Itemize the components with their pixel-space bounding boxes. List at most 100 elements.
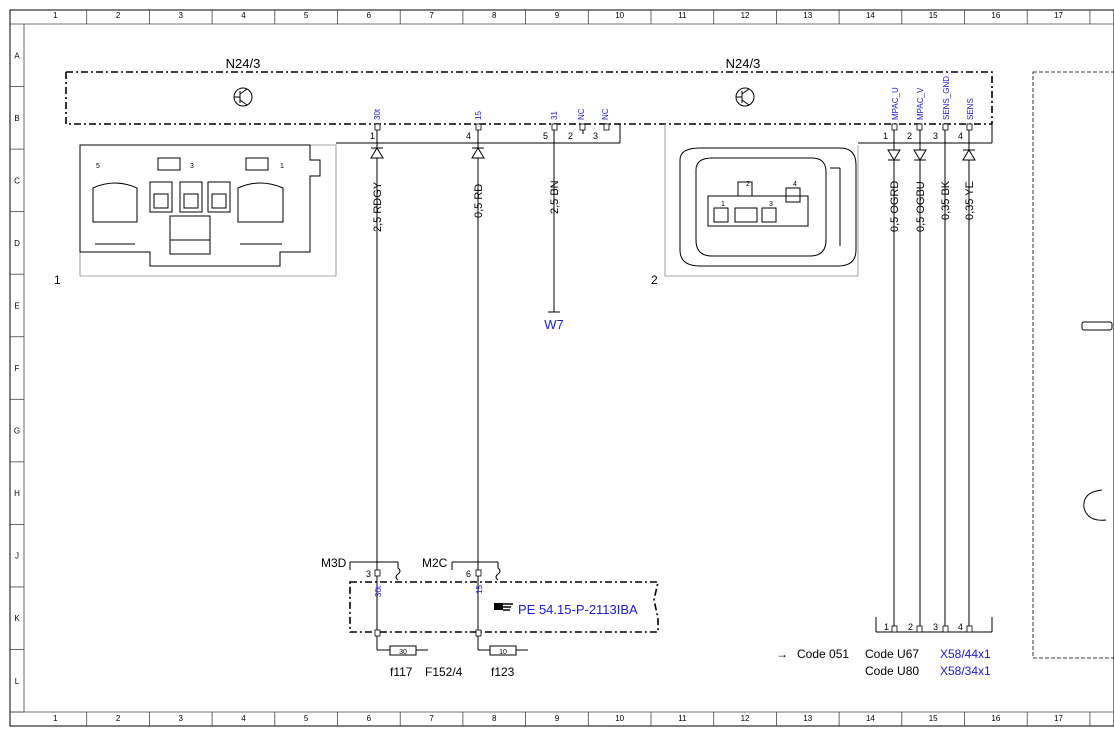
pin-4-right: 4 SENS bbox=[958, 98, 975, 141]
signal-label: 15 bbox=[475, 585, 484, 594]
svg-text:SENS_GND: SENS_GND bbox=[942, 76, 951, 120]
ground-link-w7[interactable]: W7 bbox=[544, 317, 564, 332]
connector-number-right: 2 bbox=[651, 273, 658, 287]
grid-column-label: 9 bbox=[555, 714, 560, 723]
code-u67: Code U67 bbox=[865, 647, 919, 661]
adjacent-component bbox=[1032, 71, 1114, 659]
housing-pin-label: 3 bbox=[769, 201, 773, 208]
connector-drawing-left bbox=[79, 144, 337, 277]
pin-1-right: 1 MPAC_U bbox=[883, 87, 900, 141]
svg-text:2: 2 bbox=[568, 131, 573, 141]
grid-column-label: 13 bbox=[803, 11, 812, 20]
pin-5-left: 5 31 bbox=[543, 111, 559, 141]
grid-column-label: 10 bbox=[615, 714, 624, 723]
svg-text:MPAC_V: MPAC_V bbox=[916, 87, 925, 120]
wire-label: 0,35 YE bbox=[964, 181, 976, 220]
fuse-box-label: F152/4 bbox=[425, 665, 463, 679]
connector-label-m3d: M3D bbox=[321, 556, 347, 570]
housing-pin-label: 5 bbox=[96, 163, 100, 170]
grid-column-label: 1 bbox=[53, 714, 58, 723]
wire-label: 0,35 BK bbox=[940, 180, 952, 220]
grid-column-label: 5 bbox=[304, 714, 309, 723]
grid-column-label: 13 bbox=[803, 714, 812, 723]
wire-label: 0,5 OGRD bbox=[889, 181, 901, 232]
grid-row-label: L bbox=[15, 677, 20, 686]
svg-text:SENS: SENS bbox=[966, 98, 975, 120]
grid-column-label: 6 bbox=[367, 11, 372, 20]
housing-pin-label: 1 bbox=[721, 201, 725, 208]
svg-text:MPAC_U: MPAC_U bbox=[891, 87, 900, 120]
grid-column-label: 12 bbox=[741, 714, 750, 723]
pin-4-left: 4 15 bbox=[466, 111, 483, 141]
wire-label: 2,5 RDGY bbox=[372, 181, 384, 232]
grid-column-labels: 1122334455667788991010111112121313141415… bbox=[53, 10, 1091, 726]
fuse-label-f123: f123 bbox=[491, 665, 515, 679]
grid-column-label: 4 bbox=[241, 11, 246, 20]
svg-text:30t: 30t bbox=[373, 108, 382, 120]
grid-column-label: 8 bbox=[492, 714, 497, 723]
connector-label-m2c: M2C bbox=[422, 556, 448, 570]
connector-number-left: 1 bbox=[54, 273, 61, 287]
grid-column-label: 10 bbox=[615, 11, 624, 20]
grid-column-label: 11 bbox=[678, 11, 687, 20]
pin-3-left: 3 NC bbox=[593, 108, 610, 141]
grid-column-label: 3 bbox=[179, 11, 184, 20]
grid-column-label: 11 bbox=[678, 714, 687, 723]
grid-row-label: A bbox=[14, 51, 20, 60]
reference-link[interactable]: PE 54.15-P-2113IBA bbox=[518, 602, 638, 617]
svg-text:5: 5 bbox=[543, 131, 548, 141]
housing-pin-label: 4 bbox=[793, 181, 797, 188]
code-051: Code 051 bbox=[797, 647, 849, 661]
housing-pin-label: 1 bbox=[280, 163, 284, 170]
svg-text:15: 15 bbox=[474, 111, 483, 120]
pin-number: 2 bbox=[908, 622, 913, 632]
pin-2-left: 2 NC bbox=[568, 108, 586, 141]
grid-column-label: 14 bbox=[866, 714, 875, 723]
xref-link-1[interactable]: X58/44x1 bbox=[940, 647, 991, 661]
grid-row-label: K bbox=[14, 614, 20, 623]
hand-pointer-icon bbox=[494, 603, 513, 611]
grid-row-label: C bbox=[14, 176, 20, 185]
grid-row-label: D bbox=[14, 239, 20, 248]
grid-column-label: 17 bbox=[1054, 714, 1063, 723]
grid-row-label: B bbox=[14, 114, 19, 123]
pin-number: 4 bbox=[958, 622, 963, 632]
grid-column-label: 7 bbox=[429, 11, 434, 20]
grid-row-label: H bbox=[14, 489, 20, 498]
grid-row-label: F bbox=[15, 364, 20, 373]
grid-column-label: 5 bbox=[304, 11, 309, 20]
component-label-right: N24/3 bbox=[726, 56, 761, 71]
pin-3-right: 3 SENS_GND bbox=[933, 76, 951, 141]
grid-column-label: 9 bbox=[555, 11, 560, 20]
grid-column-label: 1 bbox=[53, 11, 58, 20]
grid-column-label: 2 bbox=[116, 11, 121, 20]
svg-text:4: 4 bbox=[958, 131, 963, 141]
grid-column-label: 15 bbox=[929, 11, 938, 20]
pin-number: 6 bbox=[466, 569, 471, 579]
fuse-rating: 30 bbox=[399, 649, 407, 656]
pin-number: 3 bbox=[933, 622, 938, 632]
svg-text:2: 2 bbox=[907, 131, 912, 141]
wire-label: 0,5 OGBU bbox=[915, 181, 927, 232]
svg-text:3: 3 bbox=[593, 131, 598, 141]
xref-link-2[interactable]: X58/34x1 bbox=[940, 664, 991, 678]
grid-column-label: 14 bbox=[866, 11, 875, 20]
grid-column-label: 12 bbox=[741, 11, 750, 20]
pin-number: 3 bbox=[366, 569, 371, 579]
signal-label: 30t bbox=[374, 585, 383, 597]
pin-1-left: 1 30t bbox=[370, 108, 382, 141]
grid-row-label: J bbox=[15, 552, 19, 561]
wire-label: 2,5 BN bbox=[549, 180, 561, 214]
grid-row-label: G bbox=[14, 427, 20, 436]
grid-row-label: E bbox=[14, 301, 19, 310]
grid-column-label: 15 bbox=[929, 714, 938, 723]
pin-2-right: 2 MPAC_V bbox=[907, 87, 925, 141]
grid-column-label: 3 bbox=[179, 714, 184, 723]
wire-label: 0,5 RD bbox=[473, 184, 485, 218]
fuse-rating: 10 bbox=[499, 649, 507, 656]
grid-column-label: 16 bbox=[991, 714, 1000, 723]
svg-text:1: 1 bbox=[883, 131, 888, 141]
transistor-icon bbox=[735, 87, 755, 107]
code-u80: Code U80 bbox=[865, 664, 919, 678]
